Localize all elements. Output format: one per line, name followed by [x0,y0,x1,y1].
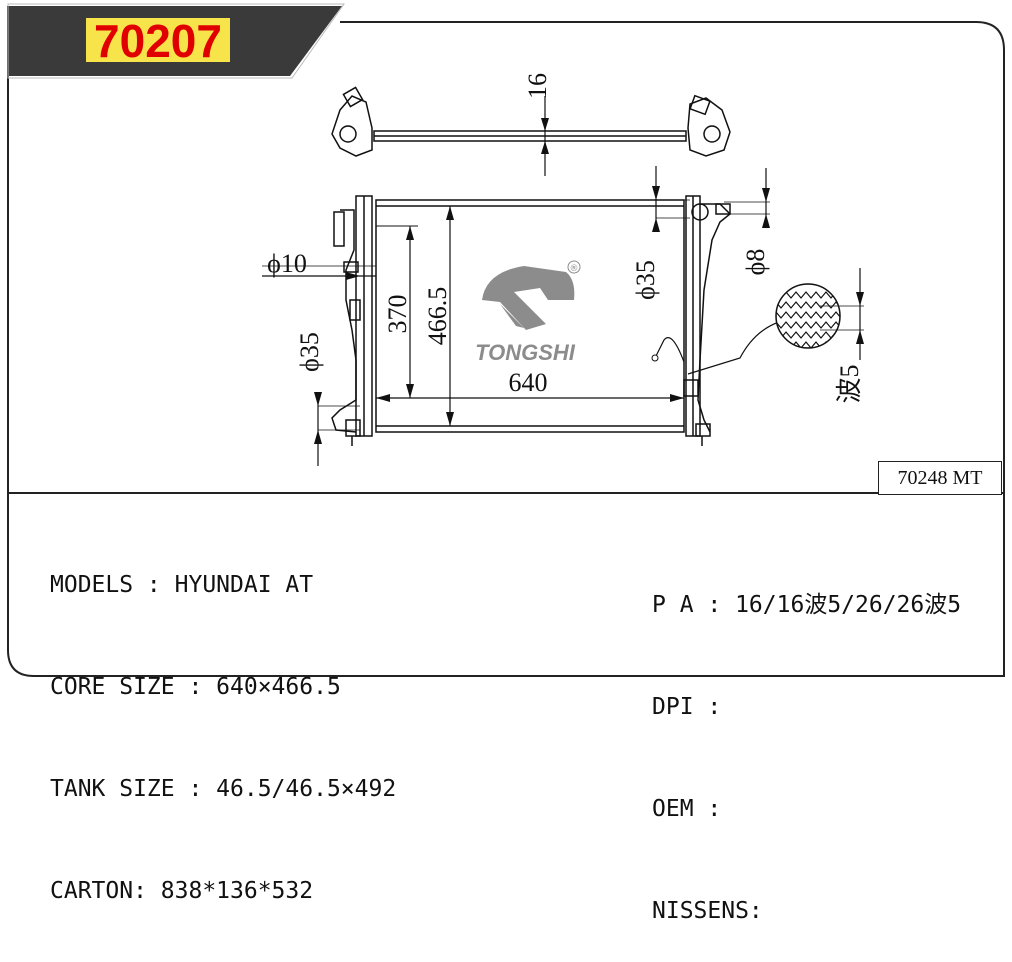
specs-left: MODELS : HYUNDAI AT CORE SIZE : 640×466.… [50,500,396,942]
spec-carton: CARTON: 838*136*532 [50,878,314,904]
top-view [331,86,731,157]
logo-registered-mark: ® [570,264,579,274]
header-banner-edge [7,3,345,79]
part-number: 70207 [94,15,222,67]
dim-phi8: ϕ8 [741,249,770,276]
dim-phi10: ϕ10 [267,249,307,278]
spec-core-size: CORE SIZE : 640×466.5 [50,674,341,700]
radiator-core [331,195,732,446]
dim-left-phi35: ϕ35 [295,332,324,372]
dim-640: 640 [509,368,548,397]
tongshi-logo: ® TONGSHI [475,260,581,365]
part-number-highlight [86,18,230,62]
reference-box: 70248 MT [878,461,1002,495]
dim-16-arrow-down [541,118,549,131]
spec-tank-size: TANK SIZE : 46.5/46.5×492 [50,776,397,802]
dim-16-arrow-up [541,141,549,154]
radiator-drawing: 70207 16 [7,3,1005,677]
logo-brand: TONGSHI [475,340,576,365]
fin-detail [776,284,840,348]
dim-fin-wave: 波5 [835,364,864,403]
dim-370: 370 [383,295,412,334]
outer-frame [7,6,1005,677]
specs-right: P A : 16/16波5/26/26波5 DPI : OEM : NISSEN… [652,520,961,962]
spec-dpi: DPI : [652,694,722,720]
dim-right-phi35: ϕ35 [631,260,660,300]
spec-pa: P A : 16/16波5/26/26波5 [652,592,962,618]
spec-nissens: NISSENS: [652,898,763,924]
reference-number: 70248 MT [897,466,983,489]
dim-16: 16 [523,73,552,99]
dim-466-5: 466.5 [423,287,452,346]
spec-oem: OEM : [652,796,722,822]
spec-models: MODELS : HYUNDAI AT [50,572,314,598]
